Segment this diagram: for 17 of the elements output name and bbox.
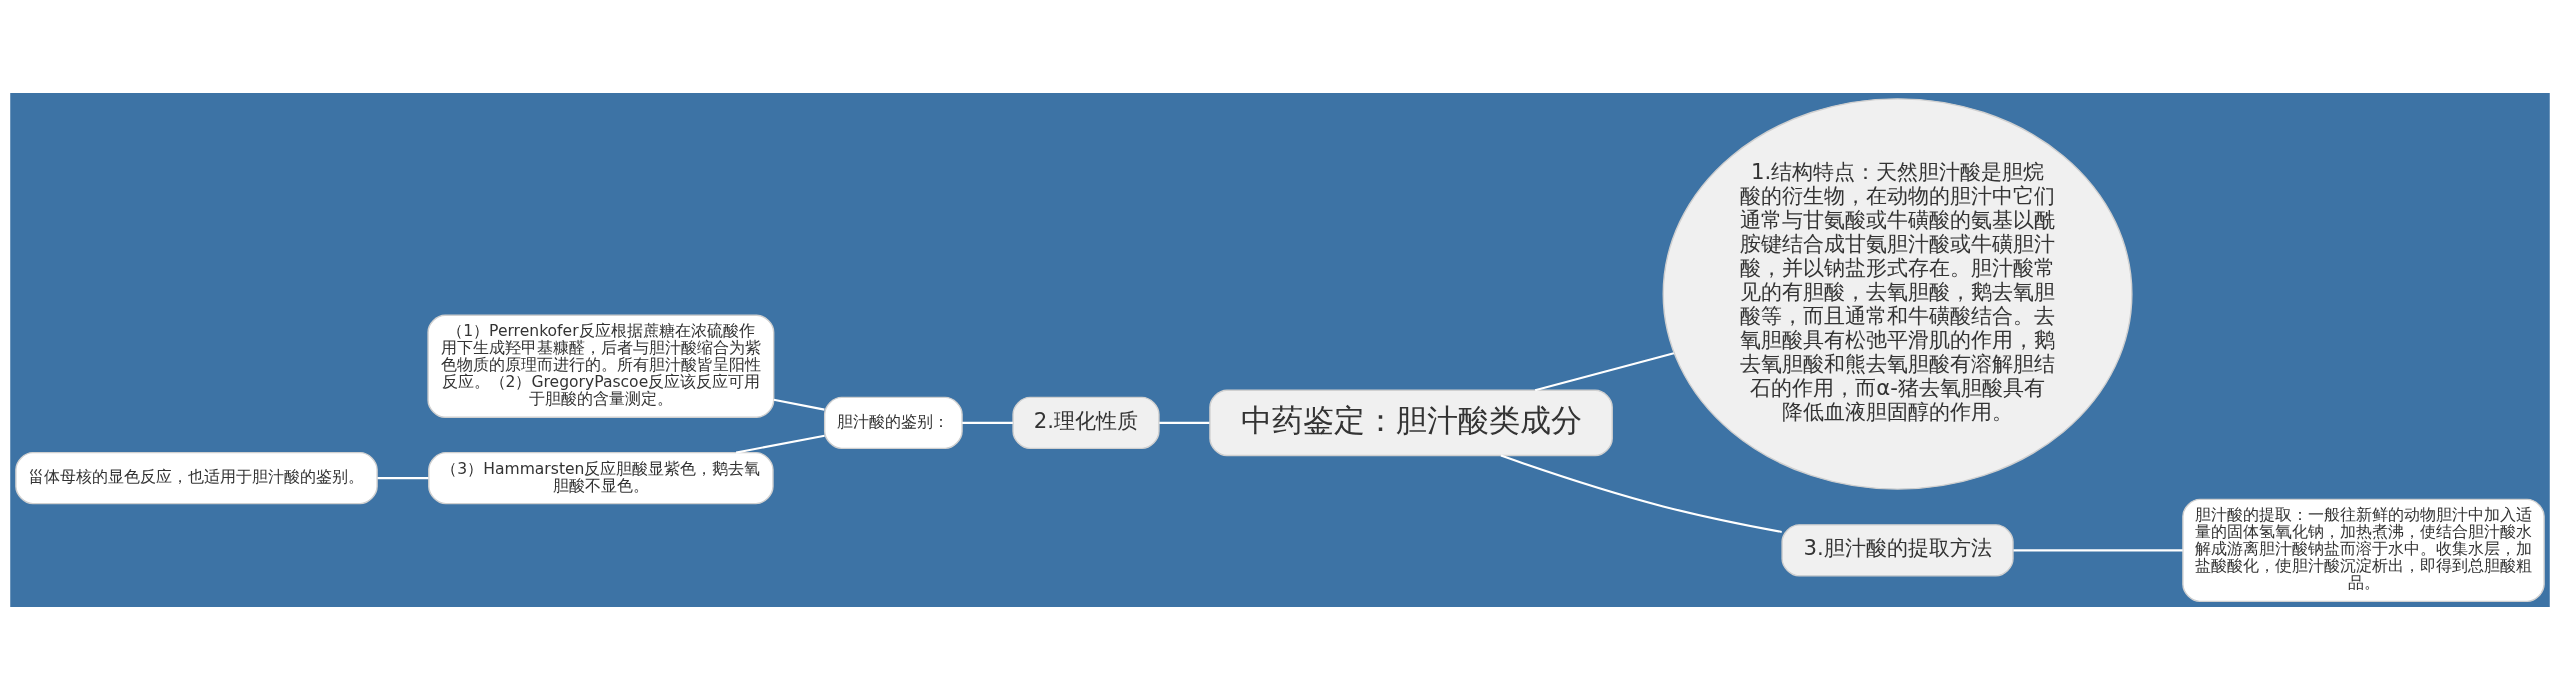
connector xyxy=(2013,549,2183,552)
connector xyxy=(1500,454,1782,533)
node-box: 中药鉴定：胆汁酸类成分 xyxy=(1209,389,1613,457)
connector xyxy=(773,398,825,411)
node-ellipse: 1.结构特点：天然胆汁酸是胆烷酸的衍生物，在动物的胆汁中它们通常与甘氨酸或牛磺酸的氨基以酰胺键结合成甘氨胆汁酸或牛磺胆汁酸，并以钠盐形式存在。胆汁酸常见的有胆酸，去氧胆酸，鹅去氧胆酸等，而且通常和牛磺酸结合。去氧胆酸具有松弛平滑肌的作用，鹅去氧胆酸和熊去氧胆酸有溶解胆结石的作用，而α-猪去氧胆酸具有降低血液胆固醇的作用。 xyxy=(1662,98,2133,490)
node-box: 2.理化性质 xyxy=(1012,396,1160,450)
connector xyxy=(1159,421,1210,424)
connector xyxy=(1534,352,1675,392)
node-box: 胆汁酸的提取：一般往新鲜的动物胆汁中加入适量的固体氢氧化钠，加热煮沸，使结合胆汁酸水解成游离胆汁酸钠盐而溶于水中。收集水层，加盐酸酸化，使胆汁酸沉淀析出，即得到总胆酸粗品。 xyxy=(2182,498,2545,603)
connector xyxy=(377,477,429,480)
node-box: 3.胆汁酸的提取方法 xyxy=(1781,524,2014,577)
node-box: （3）Hammarsten反应胆酸显紫色，鹅去氧胆酸不显色。 xyxy=(428,451,774,505)
node-box: 胆汁酸的鉴别： xyxy=(823,396,963,450)
connector xyxy=(735,434,825,454)
connector xyxy=(962,421,1013,424)
node-box: （1）Perrenkofer反应根据蔗糖在浓硫酸作用下生成羟甲基糠醛，后者与胆汁酸缩合为紫色物质的原理而进行的。所有胆汁酸皆呈阳性反应。（2）GregoryPascoe反应该反应可用于胆酸的含量测定。 xyxy=(427,314,775,418)
node-box: 甾体母核的显色反应，也适用于胆汁酸的鉴别。 xyxy=(15,451,378,505)
